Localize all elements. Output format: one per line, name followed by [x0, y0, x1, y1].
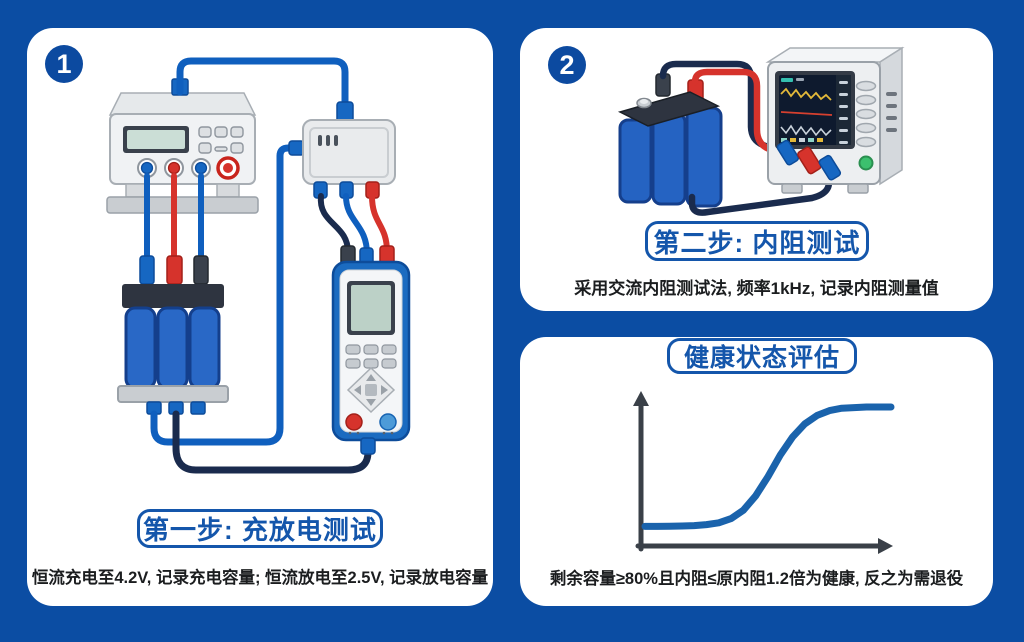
health-caption: 剩余容量≥80%且内阻≤原内阻1.2倍为健康, 反之为需退役	[549, 570, 964, 588]
panel-step2-internal-resistance-test	[520, 28, 993, 311]
step1-number-badge: 1	[45, 45, 83, 83]
step2-caption: 采用交流内阻测试法, 频率1kHz, 记录内阻测量值	[574, 279, 939, 298]
step2-title-pill: 第二步: 内阻测试	[645, 221, 869, 261]
step2-number-badge: 2	[548, 46, 586, 84]
health-title-pill: 健康状态评估	[667, 338, 857, 374]
step1-caption: 恒流充电至4.2V, 记录充电容量; 恒流放电至2.5V, 记录放电容量	[31, 569, 489, 587]
step1-title-pill: 第一步: 充放电测试	[137, 509, 383, 548]
